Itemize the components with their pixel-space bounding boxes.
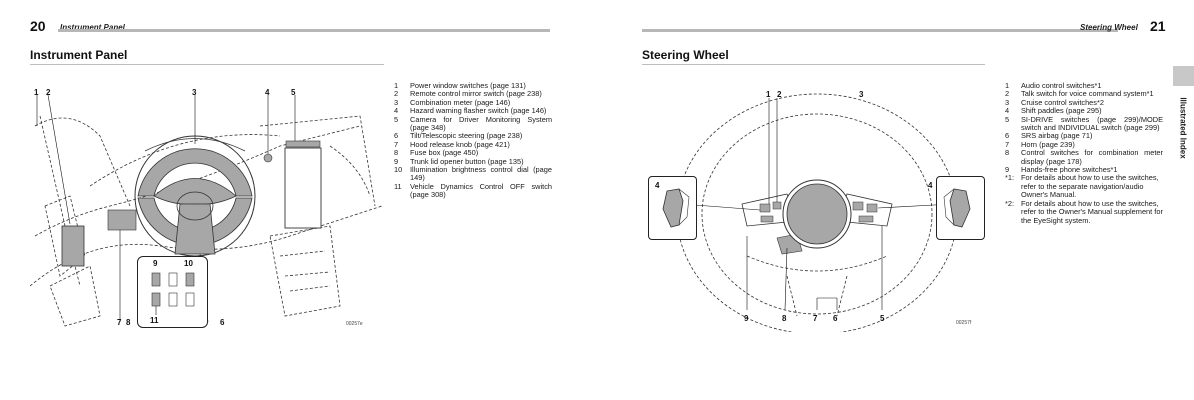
steering-wheel-drawing xyxy=(676,93,958,335)
callout-4-right: 4 xyxy=(928,181,933,190)
callout-10: 10 xyxy=(184,259,193,268)
instrument-panel-drawing xyxy=(29,94,383,327)
running-head: Instrument Panel xyxy=(60,23,125,32)
callout-2: 2 xyxy=(777,90,782,99)
paddle-inset-right xyxy=(936,176,985,240)
callout-1: 1 xyxy=(766,90,771,99)
callout-9: 9 xyxy=(744,314,749,323)
callout-4: 4 xyxy=(265,88,270,97)
paddle-inset-left xyxy=(648,176,697,240)
index-tab[interactable] xyxy=(1173,66,1194,86)
shift-paddle-right-drawing xyxy=(943,188,971,228)
header-bar xyxy=(642,29,1118,32)
callout-6: 6 xyxy=(833,314,838,323)
index-tab-label: Illustrated Index xyxy=(1178,97,1188,159)
section-title: Instrument Panel xyxy=(30,48,128,62)
callout-9: 9 xyxy=(153,259,158,268)
page-number: 20 xyxy=(30,18,46,34)
callout-2: 2 xyxy=(46,88,51,97)
page-number: 21 xyxy=(1150,18,1166,34)
callout-4-left: 4 xyxy=(655,181,660,190)
callout-7: 7 xyxy=(813,314,818,323)
shift-paddle-left-drawing xyxy=(662,188,690,228)
header-bar xyxy=(58,29,550,32)
callout-8: 8 xyxy=(126,318,131,327)
callout-7: 7 xyxy=(117,318,122,327)
footnote-2: *2:For details about how to use the swit… xyxy=(1005,198,1163,225)
section-title: Steering Wheel xyxy=(642,48,729,62)
switch-inset xyxy=(137,256,208,328)
figure-code: 00257f xyxy=(956,320,972,326)
callout-3: 3 xyxy=(192,88,197,97)
figure-code: 00257e xyxy=(346,321,363,327)
steering-wheel-figure xyxy=(647,86,987,335)
footnote-1: *1:For details about how to use the swit… xyxy=(1005,173,1159,200)
callout-3: 3 xyxy=(859,90,864,99)
running-head: Steering Wheel xyxy=(1080,23,1138,32)
switch-inset-drawing xyxy=(151,272,195,315)
left-page: 20 Instrument Panel Instrument Panel xyxy=(29,18,552,332)
callout-6: 6 xyxy=(220,318,225,327)
callout-5: 5 xyxy=(291,88,296,97)
callout-11: 11 xyxy=(150,316,159,325)
right-page: Steering Wheel 21 Steering Wheel xyxy=(597,0,1194,400)
callout-8: 8 xyxy=(782,314,787,323)
callout-5: 5 xyxy=(880,314,885,323)
callout-1: 1 xyxy=(34,88,39,97)
instrument-panel-figure xyxy=(29,86,383,332)
section-rule xyxy=(642,64,985,65)
section-rule xyxy=(30,64,384,65)
